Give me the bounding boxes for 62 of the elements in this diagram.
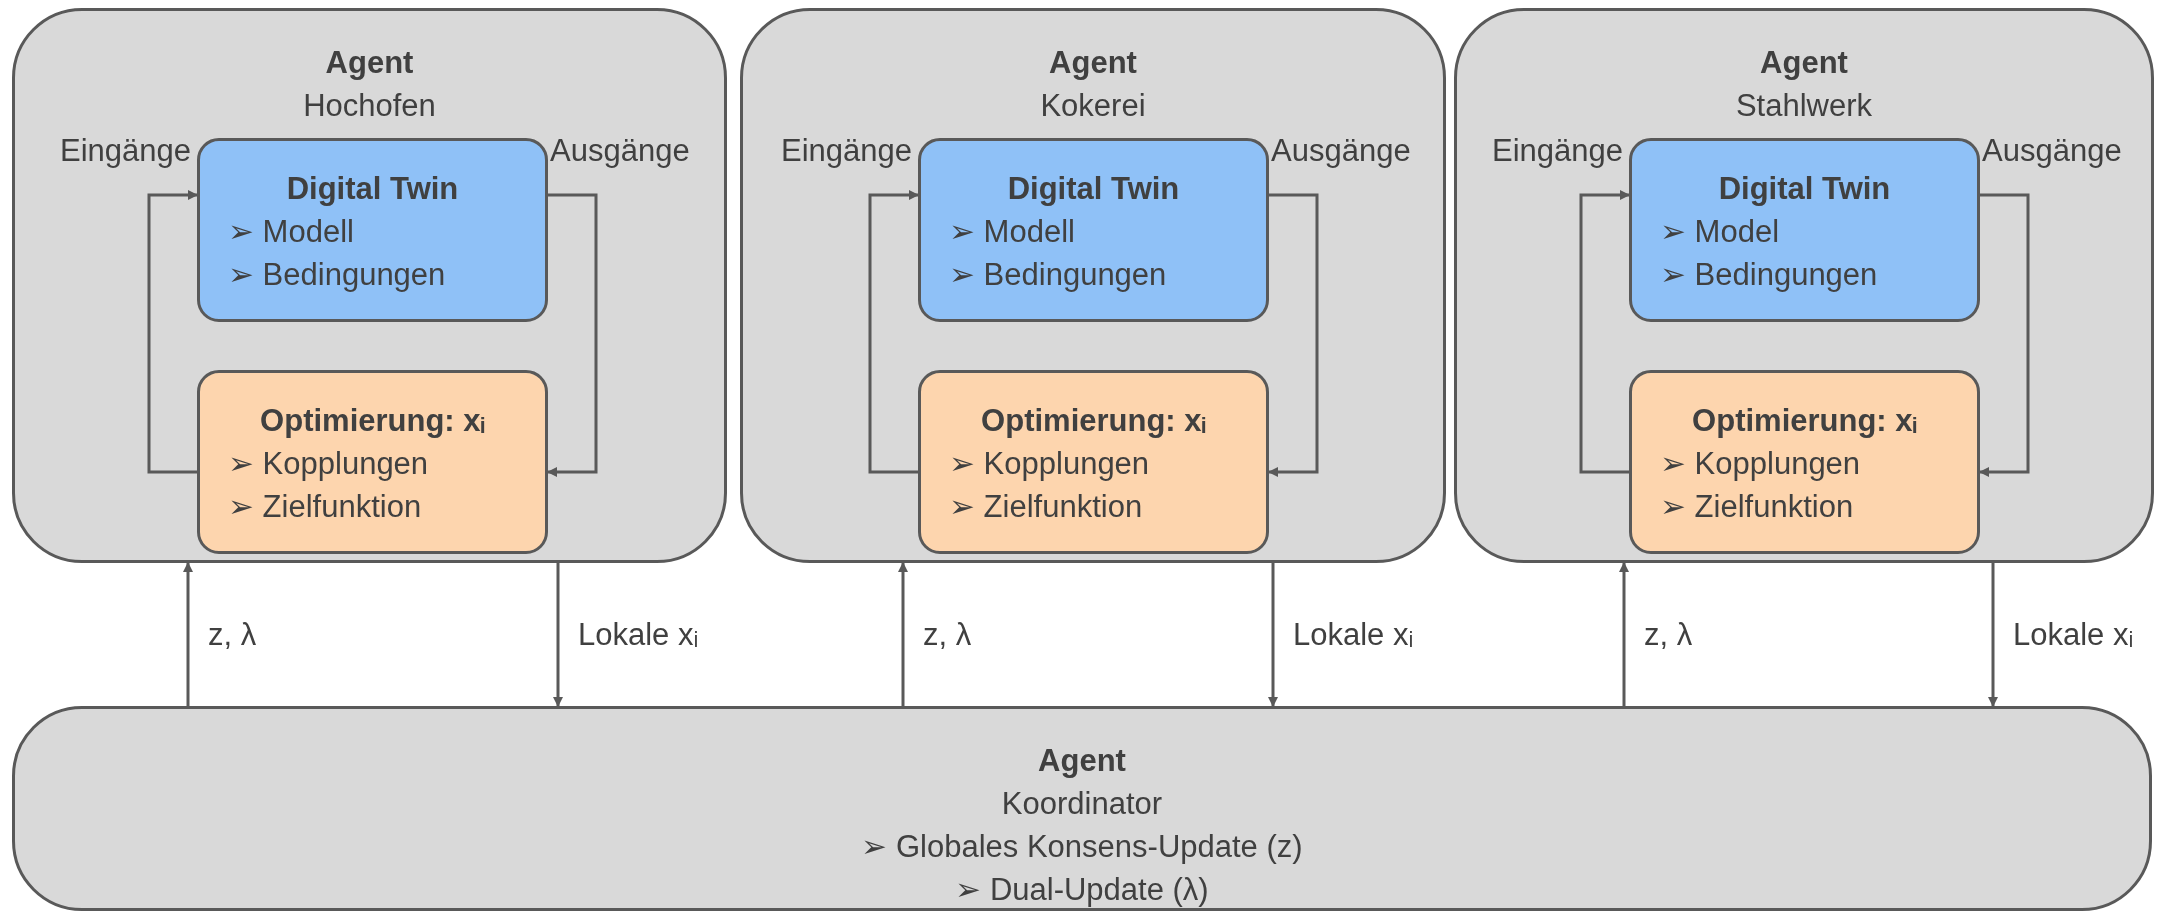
arrow bbox=[1579, 190, 1630, 474]
box-heading: Digital Twin bbox=[285, 170, 460, 208]
edge-label: Lokale xᵢ bbox=[1293, 615, 1414, 654]
agent-panel bbox=[1454, 8, 2154, 563]
list-item: ➢ Kopplungen bbox=[1659, 445, 1862, 483]
edge-label: Ausgänge bbox=[1982, 132, 2122, 170]
arrow bbox=[1268, 563, 1278, 707]
arrow bbox=[547, 193, 598, 477]
edge-label: z, λ bbox=[208, 615, 257, 654]
edge-label: Eingänge bbox=[781, 132, 912, 170]
list-item: ➢ Zielfunktion bbox=[1659, 488, 1855, 526]
edge-label: z, λ bbox=[923, 615, 972, 654]
box-subtitle: Koordinator bbox=[1000, 785, 1164, 823]
arrow bbox=[1619, 562, 1629, 706]
arrow bbox=[1979, 193, 2030, 477]
box-heading: Agent bbox=[1037, 742, 1127, 780]
arrow bbox=[868, 190, 919, 474]
box-subtitle: Hochofen bbox=[302, 87, 437, 125]
arrow bbox=[1268, 193, 1319, 477]
digital-twin-box bbox=[1629, 138, 1980, 322]
edge-label: Lokale xᵢ bbox=[2013, 615, 2134, 654]
optimization-box bbox=[197, 370, 548, 554]
list-item: ➢ Bedingungen bbox=[1659, 256, 1879, 294]
box-heading: Optimierung: xᵢ bbox=[980, 402, 1207, 440]
box-heading: Optimierung: xᵢ bbox=[1691, 402, 1918, 440]
arrow bbox=[147, 190, 198, 474]
arrow bbox=[183, 562, 193, 706]
box-heading: Agent bbox=[1048, 44, 1138, 82]
digital-twin-box bbox=[197, 138, 548, 322]
digital-twin-box bbox=[918, 138, 1269, 322]
agent-panel bbox=[740, 8, 1446, 563]
list-item: ➢ Zielfunktion bbox=[227, 488, 423, 526]
box-heading: Digital Twin bbox=[1717, 170, 1892, 208]
optimization-box bbox=[918, 370, 1269, 554]
list-item: ➢ Kopplungen bbox=[227, 445, 430, 483]
edge-label: Eingänge bbox=[1492, 132, 1623, 170]
box-heading: Optimierung: xᵢ bbox=[259, 402, 486, 440]
list-item: ➢ Bedingungen bbox=[227, 256, 447, 294]
list-item: ➢ Kopplungen bbox=[948, 445, 1151, 483]
edge-label: Lokale xᵢ bbox=[578, 615, 699, 654]
edge-label: Ausgänge bbox=[550, 132, 690, 170]
arrow bbox=[1988, 563, 1998, 707]
arrow bbox=[898, 562, 908, 706]
list-item: ➢ Modell bbox=[227, 213, 355, 251]
box-heading: Digital Twin bbox=[1006, 170, 1181, 208]
list-item: ➢ Dual-Update (λ) bbox=[954, 871, 1210, 909]
list-item: ➢ Zielfunktion bbox=[948, 488, 1144, 526]
list-item: ➢ Globales Konsens-Update (z) bbox=[860, 828, 1304, 866]
list-item: ➢ Model bbox=[1659, 213, 1781, 251]
edge-label: Eingänge bbox=[60, 132, 191, 170]
list-item: ➢ Modell bbox=[948, 213, 1076, 251]
coordinator-panel bbox=[12, 706, 2152, 911]
agent-panel bbox=[12, 8, 727, 563]
box-subtitle: Stahlwerk bbox=[1734, 87, 1874, 125]
list-item: ➢ Bedingungen bbox=[948, 256, 1168, 294]
optimization-box bbox=[1629, 370, 1980, 554]
edge-label: z, λ bbox=[1644, 615, 1693, 654]
edge-label: Ausgänge bbox=[1271, 132, 1411, 170]
box-subtitle: Kokerei bbox=[1039, 87, 1147, 125]
box-heading: Agent bbox=[324, 44, 415, 82]
box-heading: Agent bbox=[1759, 44, 1849, 82]
arrow bbox=[553, 563, 563, 707]
